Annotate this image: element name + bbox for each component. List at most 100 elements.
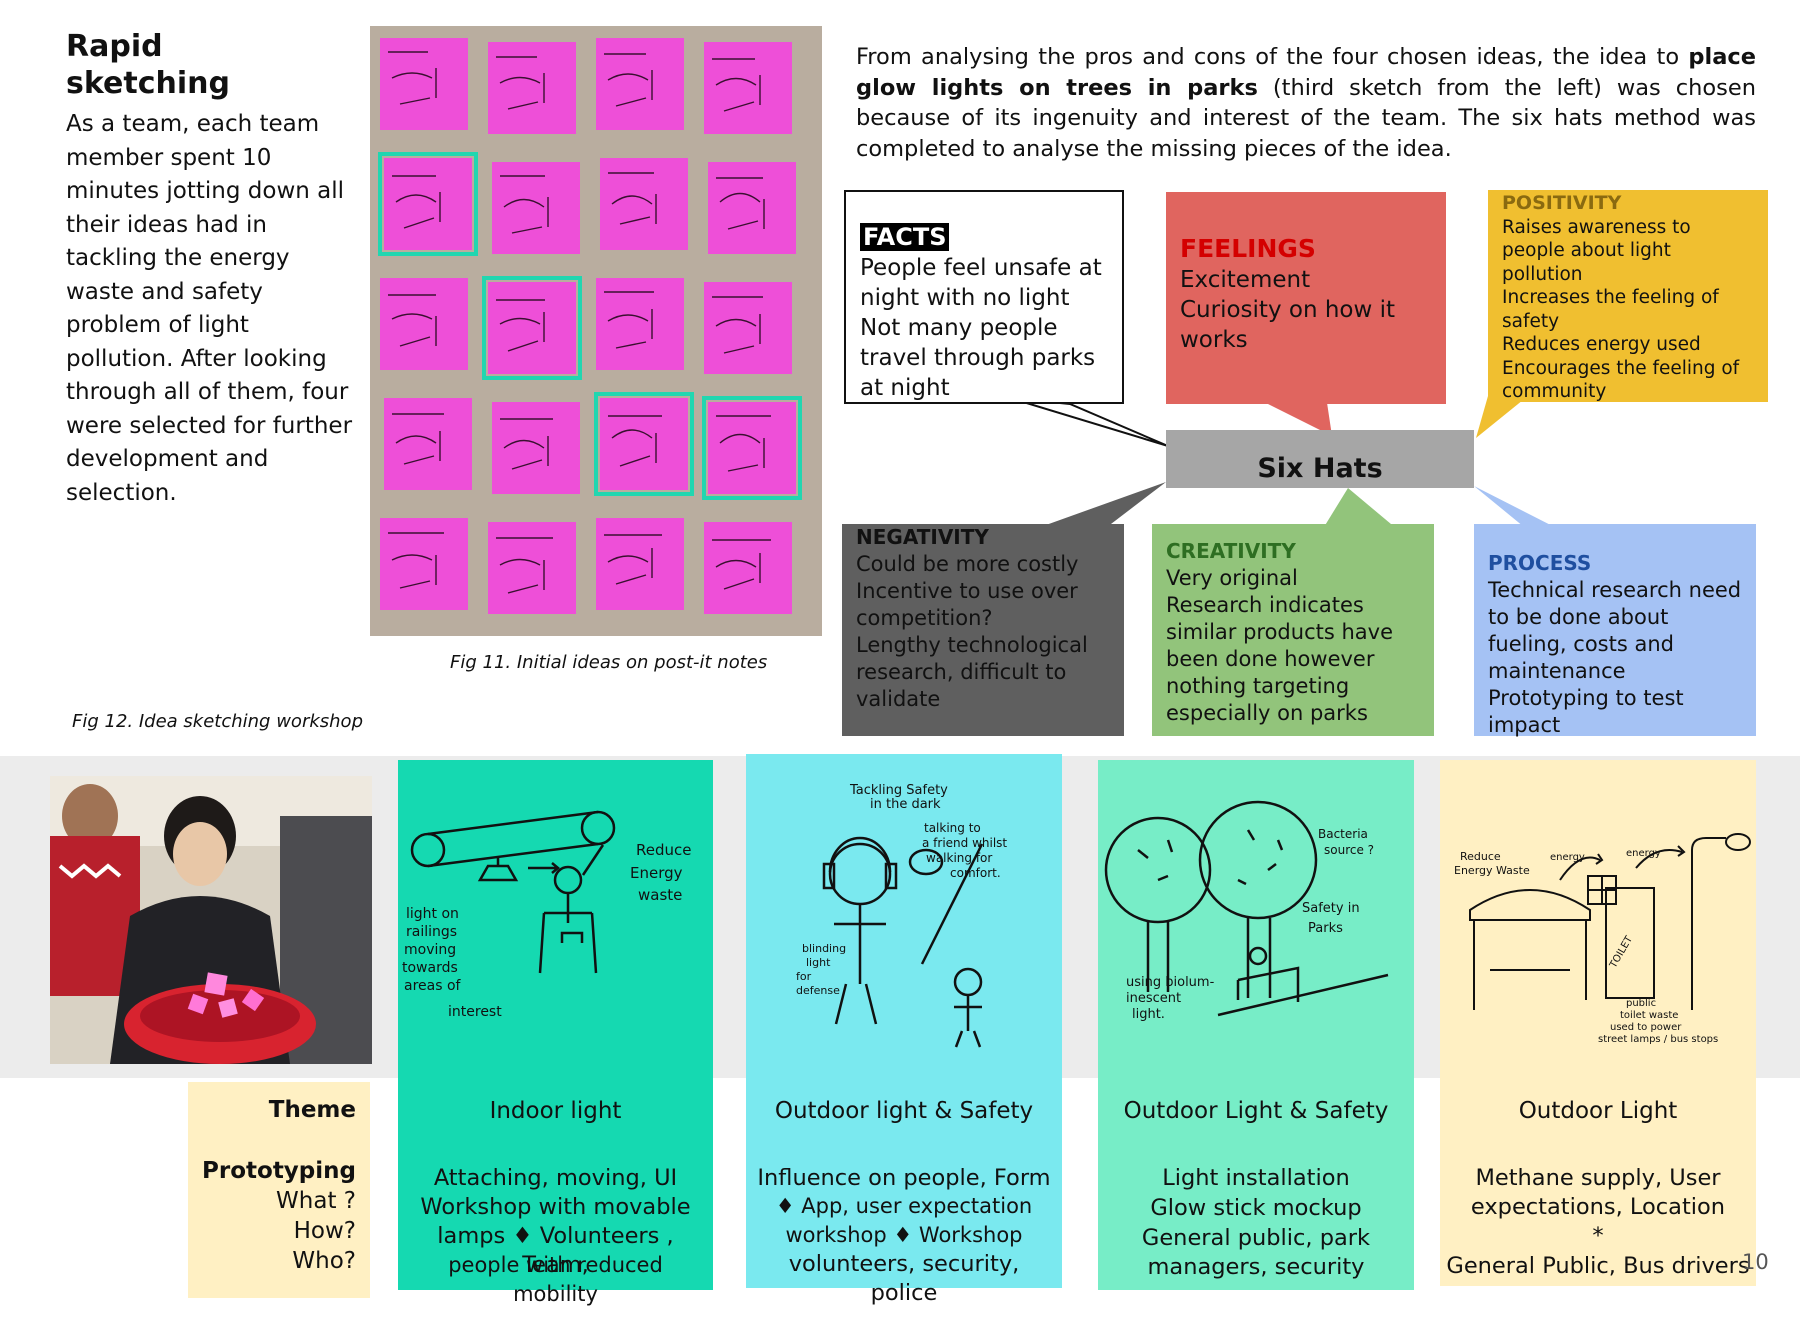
negativity-line: Lengthy technological research, difficul…: [856, 633, 1088, 711]
card-theme: Indoor light: [489, 1098, 622, 1124]
facts-line: People feel unsafe at night with no ligh…: [860, 255, 1102, 311]
sketch-note: Parks: [1308, 921, 1343, 936]
postit-doodle: [392, 175, 441, 229]
sketch-note: light on: [406, 906, 459, 922]
facts-title: FACTS: [860, 223, 950, 251]
postit-doodle: [388, 532, 444, 589]
postit-doodle: [392, 413, 444, 465]
creativity-title: CREATIVITY: [1166, 539, 1296, 563]
page-number: 10: [1742, 1250, 1769, 1274]
postit-doodle: [388, 51, 437, 105]
postit-doodle: [712, 539, 771, 590]
idea-card-outdoor-safety: Tackling Safety in the dark talking to a…: [746, 754, 1062, 1306]
sketch-note: railings: [406, 924, 457, 940]
negativity-hat: NEGATIVITY Could be more costly Incentiv…: [842, 524, 1124, 736]
creativity-hat: CREATIVITY Very original Research indica…: [1152, 524, 1434, 736]
postit-note: [380, 518, 468, 610]
card-what: Influence on people, Form: [757, 1165, 1051, 1191]
postit-note: [704, 282, 792, 374]
sketch-note: Bacteria: [1318, 827, 1368, 841]
postit-doodle: [716, 415, 771, 472]
feelings-line: Excitement: [1180, 267, 1311, 293]
feelings-hat: FEELINGS Excitement Curiosity on how it …: [1166, 192, 1446, 404]
postit-note: [492, 162, 580, 254]
sketch-note: defense: [796, 984, 840, 997]
postit-doodle: [496, 299, 545, 352]
postit-notes-photo: [370, 26, 822, 636]
sketch-note: toilet waste: [1620, 1010, 1678, 1021]
postit-doodle: [388, 294, 437, 347]
railing-lamp-sketch: Reduce Energy waste light on railings mo…: [402, 810, 691, 1020]
label-who: Who?: [292, 1248, 356, 1274]
figure-11-caption: Fig 11. Initial ideas on post-it notes: [450, 652, 768, 673]
postit-note: [380, 278, 468, 370]
facts-line: Not many people travel through parks at …: [860, 315, 1096, 401]
positivity-hat: POSITIVITY Raises awareness to people ab…: [1488, 190, 1768, 402]
sketch-note: using biolum-: [1126, 975, 1215, 990]
bus-stop-toilet-sketch: Reduce Energy Waste energy energy TOILET…: [1454, 833, 1751, 1045]
sketch-note: Energy Waste: [1454, 864, 1530, 877]
facts-hat: FACTS People feel unsafe at night with n…: [844, 190, 1124, 404]
postit-doodle: [608, 415, 662, 467]
feelings-title: FEELINGS: [1180, 234, 1316, 263]
postit-doodle: [604, 53, 653, 107]
section-title: Rapid sketching: [66, 28, 230, 102]
workshop-photo-illustration: [50, 776, 372, 1064]
postit-note: [378, 152, 478, 256]
sketch-note: used to power: [1610, 1022, 1682, 1033]
facts-pointer: [1009, 397, 1169, 447]
postit-note: [492, 402, 580, 494]
postit-note: [384, 398, 472, 490]
card-what: Light installation: [1162, 1165, 1350, 1191]
sketch-note: inescent: [1126, 991, 1181, 1006]
card-theme: Outdoor Light: [1518, 1098, 1678, 1124]
postit-doodle: [500, 175, 549, 234]
sketch-note: TOILET: [1608, 934, 1636, 971]
process-hat: PROCESS Technical research need to be do…: [1474, 524, 1756, 737]
sketch-note: areas of: [404, 978, 462, 994]
postit-note: [488, 522, 576, 614]
figure-12-caption: Fig 12. Idea sketching workshop: [72, 711, 363, 732]
paragraph-start: From analysing the pros and cons of the …: [856, 44, 1689, 70]
sketch-note: moving: [404, 942, 456, 958]
creativity-line: Very original: [1166, 566, 1298, 590]
process-title: PROCESS: [1488, 551, 1592, 575]
feelings-pointer: [1252, 396, 1332, 436]
label-theme: Theme: [268, 1097, 356, 1123]
sketch-note: public: [1626, 998, 1656, 1009]
idea-card-methane-light: Reduce Energy Waste energy energy TOILET…: [1440, 760, 1756, 1286]
card-who: volunteers, security, police: [788, 1251, 1020, 1306]
sketch-note: for: [796, 970, 812, 983]
postit-note: [596, 518, 684, 610]
sketch-note: energy: [1550, 852, 1585, 863]
glowing-trees-sketch: Bacteria source ? Safety in Parks using …: [1104, 800, 1389, 1022]
process-line: Prototyping to test impact: [1488, 686, 1684, 737]
postit-note: [704, 42, 792, 134]
postit-doodle: [712, 58, 761, 112]
card-who: General Public, Bus drivers: [1446, 1253, 1750, 1279]
postit-doodle: [496, 537, 553, 594]
sketch-note: Reduce: [636, 841, 691, 859]
sketch-note: towards: [402, 960, 458, 976]
process-line: Technical research need to be done about…: [1488, 578, 1742, 683]
positivity-title: POSITIVITY: [1502, 192, 1622, 214]
postit-doodle: [712, 296, 763, 354]
idea-card-indoor-light: Reduce Energy waste light on railings mo…: [398, 760, 713, 1306]
sketch-note: energy: [1626, 848, 1661, 859]
postit-note: [594, 392, 694, 496]
sketch-note: light: [806, 956, 831, 969]
sketch-note: blinding: [802, 942, 846, 955]
sketch-note: a friend whilst: [922, 836, 1007, 850]
card-who: people with reduced mobility: [448, 1253, 663, 1306]
card-who: General public, park managers, security: [1141, 1225, 1371, 1280]
postit-doodle: [604, 291, 654, 349]
sketch-note: interest: [448, 1004, 502, 1020]
card-theme: Outdoor light & Safety: [774, 1098, 1034, 1124]
postit-note: [488, 42, 576, 134]
sketch-note: comfort.: [950, 866, 1001, 880]
positivity-line: Reduces energy used: [1502, 334, 1701, 355]
sketch-note: walking for: [926, 851, 992, 865]
paragraph-highlight: place glow lights on trees in parks: [856, 44, 1756, 101]
positivity-pointer: [1476, 396, 1528, 438]
sketch-note: Energy: [630, 864, 683, 882]
